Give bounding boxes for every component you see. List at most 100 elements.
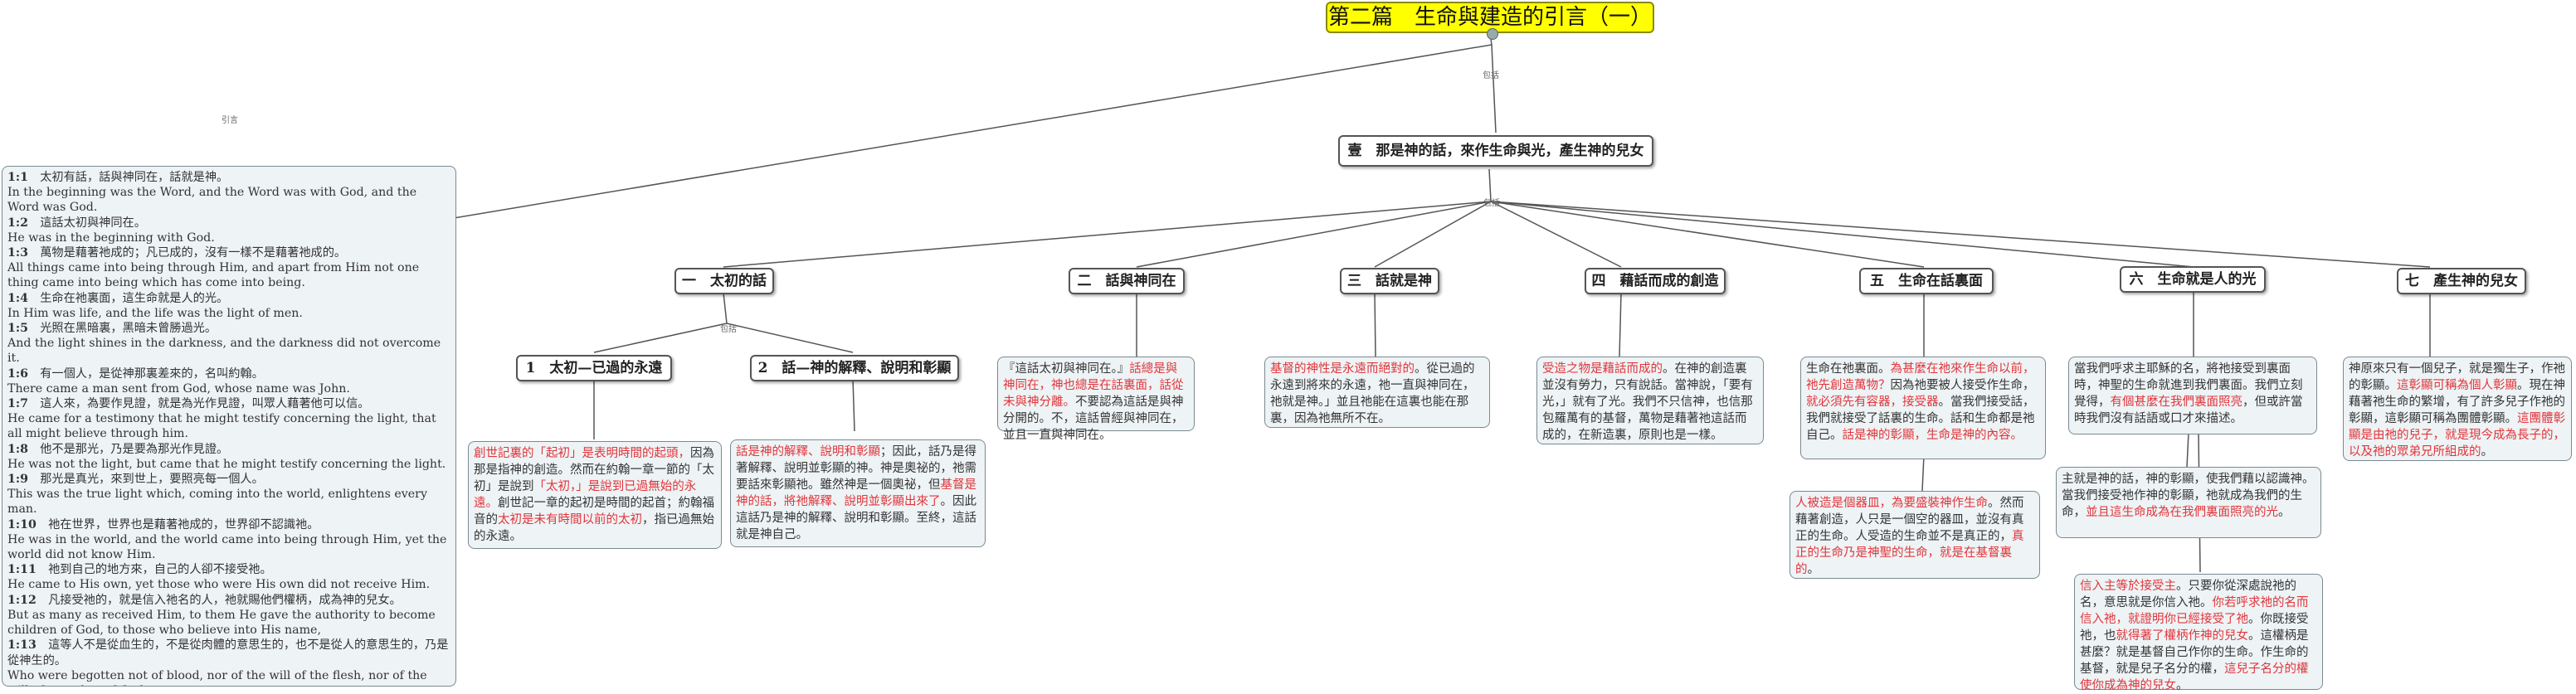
verse-en: And the light shines in the darkness, an… (7, 337, 441, 366)
note-segment: 。你既接受祂，也 (2080, 613, 2309, 643)
verse-zh-text: 生命在祂裏面，這生命就是人的光。 (40, 291, 229, 305)
note-segment: 當我們呼求主耶穌的名，將祂接受到裏面時，神聖的生命就進到我們裏面。我們立刻覺得， (2074, 362, 2303, 409)
verse-zh-text: 他不是那光，乃是要為那光作見證。 (40, 442, 229, 456)
note-segment: 。當我們接受話，我們就接受了話裏的生命。話和生命都是祂自己。 (1806, 396, 2035, 442)
link-label-include-2: 包括 (1483, 199, 1500, 208)
note-beginning: 創世記裏的「起初」是表明時間的起頭，因為那是指神的創造。然而在約翰一章一節的「太… (468, 441, 722, 549)
verse-zh: 1:1 太初有話，話與神同在，話就是神。 (7, 170, 450, 185)
verse-en: He came to His own, yet those who were H… (7, 578, 431, 592)
verse-ref: 1:2 (7, 216, 28, 230)
note-segment: 。從已過的永遠到將來的永遠，祂一直與神同在，祂就是神。」並且祂能在這裏也能在那裏… (1270, 362, 1475, 425)
root-title[interactable]: 第二篇 生命與建造的引言（一） (1326, 2, 1654, 33)
note-segment: 這兒子名分的權使你成為神的兒女 (2080, 662, 2309, 692)
note-vessel: 人被造是個器皿，為要盛裝神作生命。然而藉著創造，人只是一個空的器皿，並沒有真正的… (1790, 491, 2040, 579)
verse-en: In Him was life, and the life was the li… (7, 306, 303, 320)
note-word-is-god: 基督的神性是永遠而絕對的。從已過的永遠到將來的永遠，祂一直與神同在，祂就是神。」… (1264, 357, 1490, 428)
verse-en: There came a man sent from God, whose na… (7, 381, 350, 396)
verse-ref: 1:6 (7, 366, 28, 381)
note-segment: 主就是神的話，神的彰顯，使我們藉以認識神。當我們接受祂作神的彰顯，祂就成為我們的… (2062, 473, 2315, 519)
verse-ref: 1:13 (7, 638, 37, 653)
verse-ref: 1:9 (7, 473, 28, 487)
verse-en: He was not the light, but came that he m… (7, 457, 446, 471)
note-segment: 因為那是指神的創造。然而在約翰一章一節的「太初」是說到 (474, 447, 714, 493)
note-segment: 就必須先有容器，接受器 (1806, 396, 1939, 409)
note-segment: 人被造是個器皿，為要盛裝神作生命 (1795, 497, 1988, 510)
verse-zh: 1:11 祂到自己的地方來，自己的人卻不接受祂。 (7, 562, 450, 577)
link-label-include-3: 包括 (720, 325, 737, 334)
note-segment: 生命在祂裏面。 (1806, 362, 1891, 376)
verse-en: This was the true light which, coming in… (7, 488, 427, 517)
note-segment: 。在神的創造裏並沒有勞力，只有說話。當神說，「要有光，」就有了光。我們不只信神，… (1542, 362, 1753, 442)
verse-zh: 1:3 萬物是藉著祂成的；凡已成的，沒有一樣不是藉著祂成的。 (7, 245, 450, 260)
verse-zh-text: 那光是真光，來到世上，要照亮每一個人。 (40, 473, 264, 487)
subtopic-1[interactable]: 1 太初—已過的永遠 (516, 355, 672, 381)
verse-zh: 1:6 有一個人，是從神那裏差來的，名叫約翰。 (7, 366, 450, 381)
note-segment: 。 (2481, 445, 2494, 459)
topic-2[interactable]: 二 話與神同在 (1069, 268, 1185, 294)
verse-ref: 1:12 (7, 593, 37, 607)
verse-ref: 1:8 (7, 442, 28, 456)
verse-zh-text: 祂到自己的地方來，自己的人卻不接受祂。 (48, 563, 272, 577)
note-segment: 太初是未有時間以前的太初 (498, 513, 642, 527)
topic-3[interactable]: 三 話就是神 (1340, 268, 1439, 294)
verse-ref: 1:11 (7, 563, 37, 577)
verse-zh-text: 有一個人，是從神那裏差來的，名叫約翰。 (40, 366, 264, 381)
note-segment: 受造之物是藉話而成的 (1542, 362, 1663, 376)
verse-ref: 1:10 (7, 517, 37, 531)
note-life-in-word: 生命在祂裏面。為甚麼在祂來作生命以前，祂先創造萬物？因為祂要被人接受作生命， 就必… (1800, 357, 2046, 459)
subtopic-2[interactable]: 2 話—神的解釋、說明和彰顯 (750, 355, 959, 381)
main-topic[interactable]: 壹 那是神的話，來作生命與光，產生神的兒女 (1338, 135, 1653, 167)
note-believe-receive: 信入主等於接受主。只要你從深處說祂的名，意思就是你信入祂。你若呼求祂的名而信入祂… (2074, 574, 2323, 692)
verse-ref: 1:4 (7, 291, 28, 305)
note-segment: 基督是神的話，將祂解釋、說明並彰顯出來了 (736, 478, 976, 508)
note-word-explanation: 話是神的解釋、說明和彰顯；因此，話乃是得著解釋、說明並彰顯的神。神是奧祕的，祂需… (730, 439, 986, 547)
note-segment: 這團體彰顯是由祂的兒子，就是現今成為長子的，以及祂的眾弟兄所組成的 (2349, 412, 2565, 459)
note-segment: 話總是與神同在，神也總是在話裏面，話從未與神分離。 (1003, 362, 1184, 409)
verse-ref: 1:7 (7, 397, 28, 411)
verse-zh-text: 萬物是藉著祂成的；凡已成的，沒有一樣不是藉著祂成的。 (40, 246, 347, 260)
note-segment: 這彰顯可稱為個人彰顯 (2397, 379, 2517, 392)
verse-zh: 1:5 光照在黑暗裏，黑暗未曾勝過光。 (7, 321, 450, 336)
note-segment: 創世記一章的起初是時間的起首；約翰福音的 (474, 497, 714, 527)
note-segment: 話是神的彰顯，生命是神的內容。 (1842, 429, 2023, 442)
verse-en: In the beginning was the Word, and the W… (7, 186, 417, 215)
topic-6[interactable]: 六 生命就是人的光 (2120, 266, 2266, 293)
verse-en: He was in the world, and the world came … (7, 532, 447, 562)
note-segment: 『這話太初與神同在。』 (1003, 362, 1130, 376)
note-segment: 因為祂要被人接受作生命， (1890, 379, 2035, 392)
topic-4[interactable]: 四 藉話而成的創造 (1585, 268, 1726, 294)
verse-zh: 1:13 這等人不是從血生的，不是從肉體的意思生的，也不是從人的意思生的，乃是從… (7, 638, 450, 667)
note-segment: 真正的生命乃是神聖的生命，就是在基督裏的 (1795, 530, 2024, 576)
collapse-toggle-icon[interactable] (1487, 28, 1498, 40)
note-word-with-god: 『這話太初與神同在。』話總是與神同在，神也總是在話裏面，話從未與神分離。不要認為… (997, 357, 1195, 442)
note-segment: 。 (2176, 679, 2189, 692)
note-segment: 不要認為這話是與神分開的。不，這話曾經與神同在，並且一直與神同在。 (1003, 396, 1184, 442)
verse-zh: 1:2 這話太初與神同在。 (7, 216, 450, 231)
note-segment: 。這權柄是甚麼？就是基督自己作你的生命。作生命的基督，就是兒子名分的權， (2080, 629, 2309, 676)
note-segment: 並且這生命成為在我們裏面照亮的光 (2086, 506, 2278, 519)
note-segment: 你若呼求祂的名而信入祂，就證明你已經接受了祂 (2080, 596, 2309, 626)
note-segment: 。 (1807, 563, 1820, 576)
note-calling-lord: 當我們呼求主耶穌的名，將祂接受到裏面時，神聖的生命就進到我們裏面。我們立刻覺得，… (2068, 357, 2317, 434)
topic-7[interactable]: 七 產生神的兒女 (2397, 268, 2526, 294)
note-many-sons: 神原來只有一個兒子，就是獨生子，作祂的彰顯。這彰顯可稱為個人彰顯。現在神藉著祂生… (2343, 357, 2572, 461)
topic-5[interactable]: 五 生命在話裏面 (1859, 268, 1994, 294)
note-segment: 。因此這話乃是神的解釋、說明和彰顯。至終，這話就是神自己。 (736, 495, 976, 541)
verse-ref: 1:3 (7, 246, 28, 260)
verse-en: Who were begotten not of blood, nor of t… (7, 668, 427, 686)
note-segment: 信入主等於接受主 (2080, 580, 2176, 593)
note-segment: ，但或許當時我們沒有話語或口才來描述。 (2074, 396, 2303, 425)
verses-note: 1:1 太初有話，話與神同在，話就是神。In the beginning was… (2, 166, 456, 687)
note-segment: 。 (2278, 506, 2291, 519)
verse-en: He came for a testimony that he might te… (7, 412, 436, 441)
note-segment: 話是神的解釋、說明和彰顯 (736, 445, 880, 459)
note-segment: 創世記裏的「起初」是表明時間的起頭， (474, 447, 690, 460)
verse-en: All things came into being through Him, … (7, 261, 420, 290)
verse-ref: 1:5 (7, 322, 28, 336)
topic-1[interactable]: 一 太初的話 (674, 268, 774, 294)
verse-zh: 1:7 這人來，為要作見證，就是為光作見證，叫眾人藉著他可以信。 (7, 396, 450, 411)
link-label-intro: 引言 (222, 116, 238, 125)
note-segment: 為甚麼在祂來作生命以前，祂先創造萬物？ (1806, 362, 2035, 392)
note-segment: 。現在神藉著祂生命的繁增，有了許多兒子作祂的彰顯，這彰顯可稱為團體彰顯。 (2349, 379, 2565, 425)
